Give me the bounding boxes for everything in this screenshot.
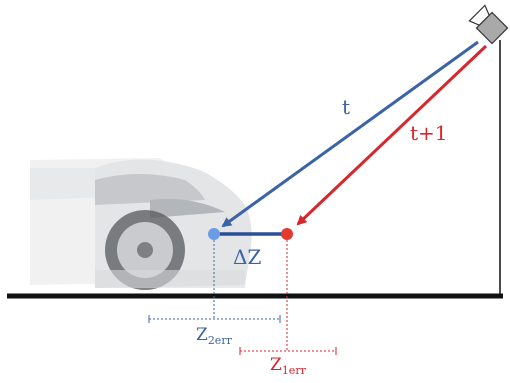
car-front-t1 (95, 159, 252, 290)
arrow-t-plus-1 (296, 44, 488, 226)
label-z1err-main: Z (270, 355, 282, 375)
label-t: t (342, 95, 350, 119)
point-t-plus-1 (281, 228, 293, 240)
arrow-t (221, 40, 479, 228)
z1err-range (239, 347, 337, 355)
point-t (208, 228, 220, 240)
label-t-plus-1: t+1 (410, 121, 448, 145)
label-delta-z: ΔZ (233, 245, 261, 269)
camera-icon (468, 4, 509, 45)
label-z2err-sub: 2err (208, 334, 233, 347)
z2err-range (148, 315, 281, 323)
label-z2err: Z2err (196, 325, 233, 347)
label-z1err-sub: 1err (282, 364, 307, 377)
label-z2err-main: Z (196, 325, 208, 345)
label-z1err: Z1err (270, 355, 307, 377)
